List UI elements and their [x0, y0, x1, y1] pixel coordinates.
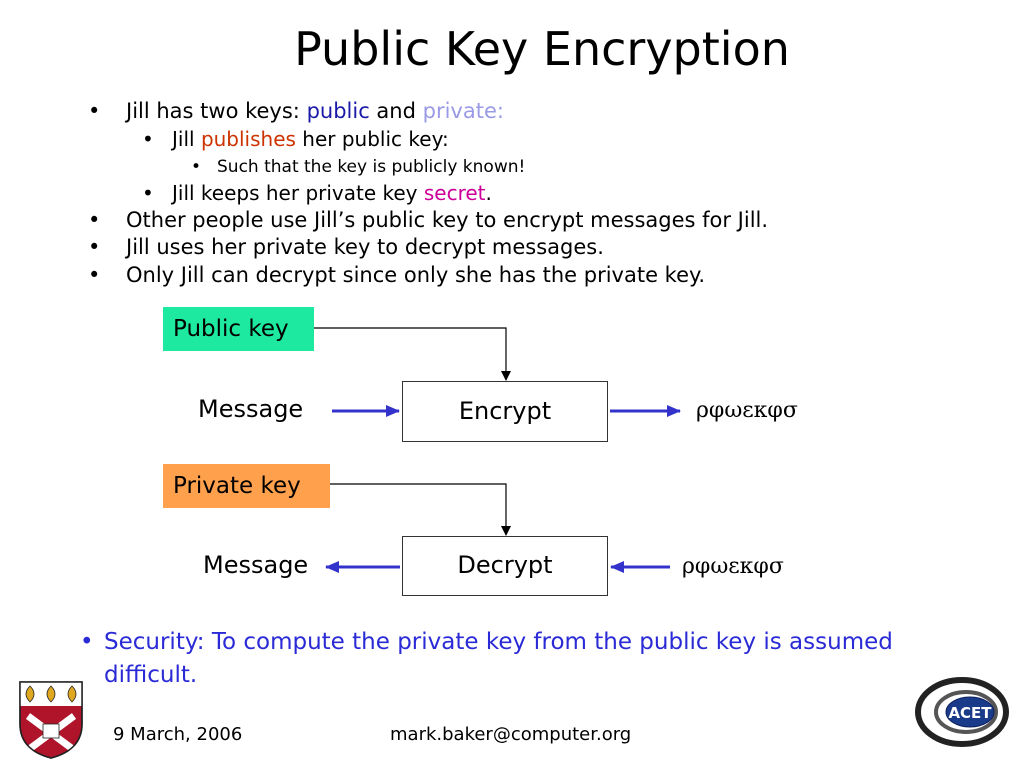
ciphertext-input: ρφωεκφσ	[682, 554, 784, 579]
bullet-text: Jill has two keys:	[126, 99, 307, 123]
encrypt-box: Encrypt	[402, 381, 608, 442]
word-private: private:	[422, 99, 504, 123]
bullet-text: Jill uses her private key to decrypt mes…	[126, 235, 604, 259]
bullet-keeps-secret: • Jill keeps her private key secret.	[142, 180, 492, 206]
connector-private-key	[330, 483, 511, 536]
ciphertext-output: ρφωεκφσ	[696, 398, 798, 423]
public-key-label: Public key	[163, 307, 314, 351]
word-public: public	[306, 99, 370, 123]
bullet-dot: •	[88, 208, 101, 232]
bullet-text: Only Jill can decrypt since only she has…	[126, 263, 706, 287]
bullet-dot: •	[142, 181, 154, 205]
bullet-text: Jill keeps her private key	[172, 181, 424, 205]
bullet-dot: •	[142, 127, 154, 151]
footer-date: 9 March, 2006	[113, 724, 243, 745]
footer-email: mark.baker@computer.org	[390, 724, 632, 745]
bullet-others-encrypt: • Other people use Jill’s public key to …	[88, 207, 769, 233]
security-text: Security: To compute the private key fro…	[104, 629, 893, 688]
message-output-label: Message	[203, 551, 309, 579]
bullet-only-jill: • Only Jill can decrypt since only she h…	[88, 262, 706, 288]
bullet-jill-decrypts: • Jill uses her private key to decrypt m…	[88, 234, 604, 260]
decrypt-box: Decrypt	[402, 536, 608, 596]
slide-title: Public Key Encryption	[294, 22, 790, 76]
message-input-label: Message	[198, 395, 304, 423]
bullet-dot: •	[80, 629, 94, 655]
bullet-dot: •	[88, 99, 101, 123]
connector-public-key	[314, 327, 511, 381]
bullet-text: .	[485, 181, 492, 205]
private-key-label: Private key	[163, 464, 330, 508]
bullet-dot: •	[88, 263, 101, 287]
security-note: • Security: To compute the private key f…	[80, 626, 960, 692]
logo-text: ACET	[948, 704, 992, 722]
word-secret: secret	[423, 181, 486, 205]
bullet-text: her public key:	[295, 127, 449, 151]
bullet-publicly-known: • Such that the key is publicly known!	[191, 154, 526, 180]
bullet-two-keys: • Jill has two keys: public and private:	[88, 98, 504, 124]
bullet-dot: •	[191, 157, 202, 177]
bullet-text: and	[369, 99, 423, 123]
word-publishes: publishes	[200, 127, 296, 151]
bullet-publishes: • Jill publishes her public key:	[142, 126, 449, 152]
acet-logo-icon: ACET	[915, 677, 1009, 747]
bullet-dot: •	[88, 235, 101, 259]
university-shield-icon	[19, 681, 83, 759]
bullet-text: Jill	[172, 127, 201, 151]
bullet-text: Such that the key is publicly known!	[217, 157, 526, 177]
bullet-text: Other people use Jill’s public key to en…	[126, 208, 769, 232]
